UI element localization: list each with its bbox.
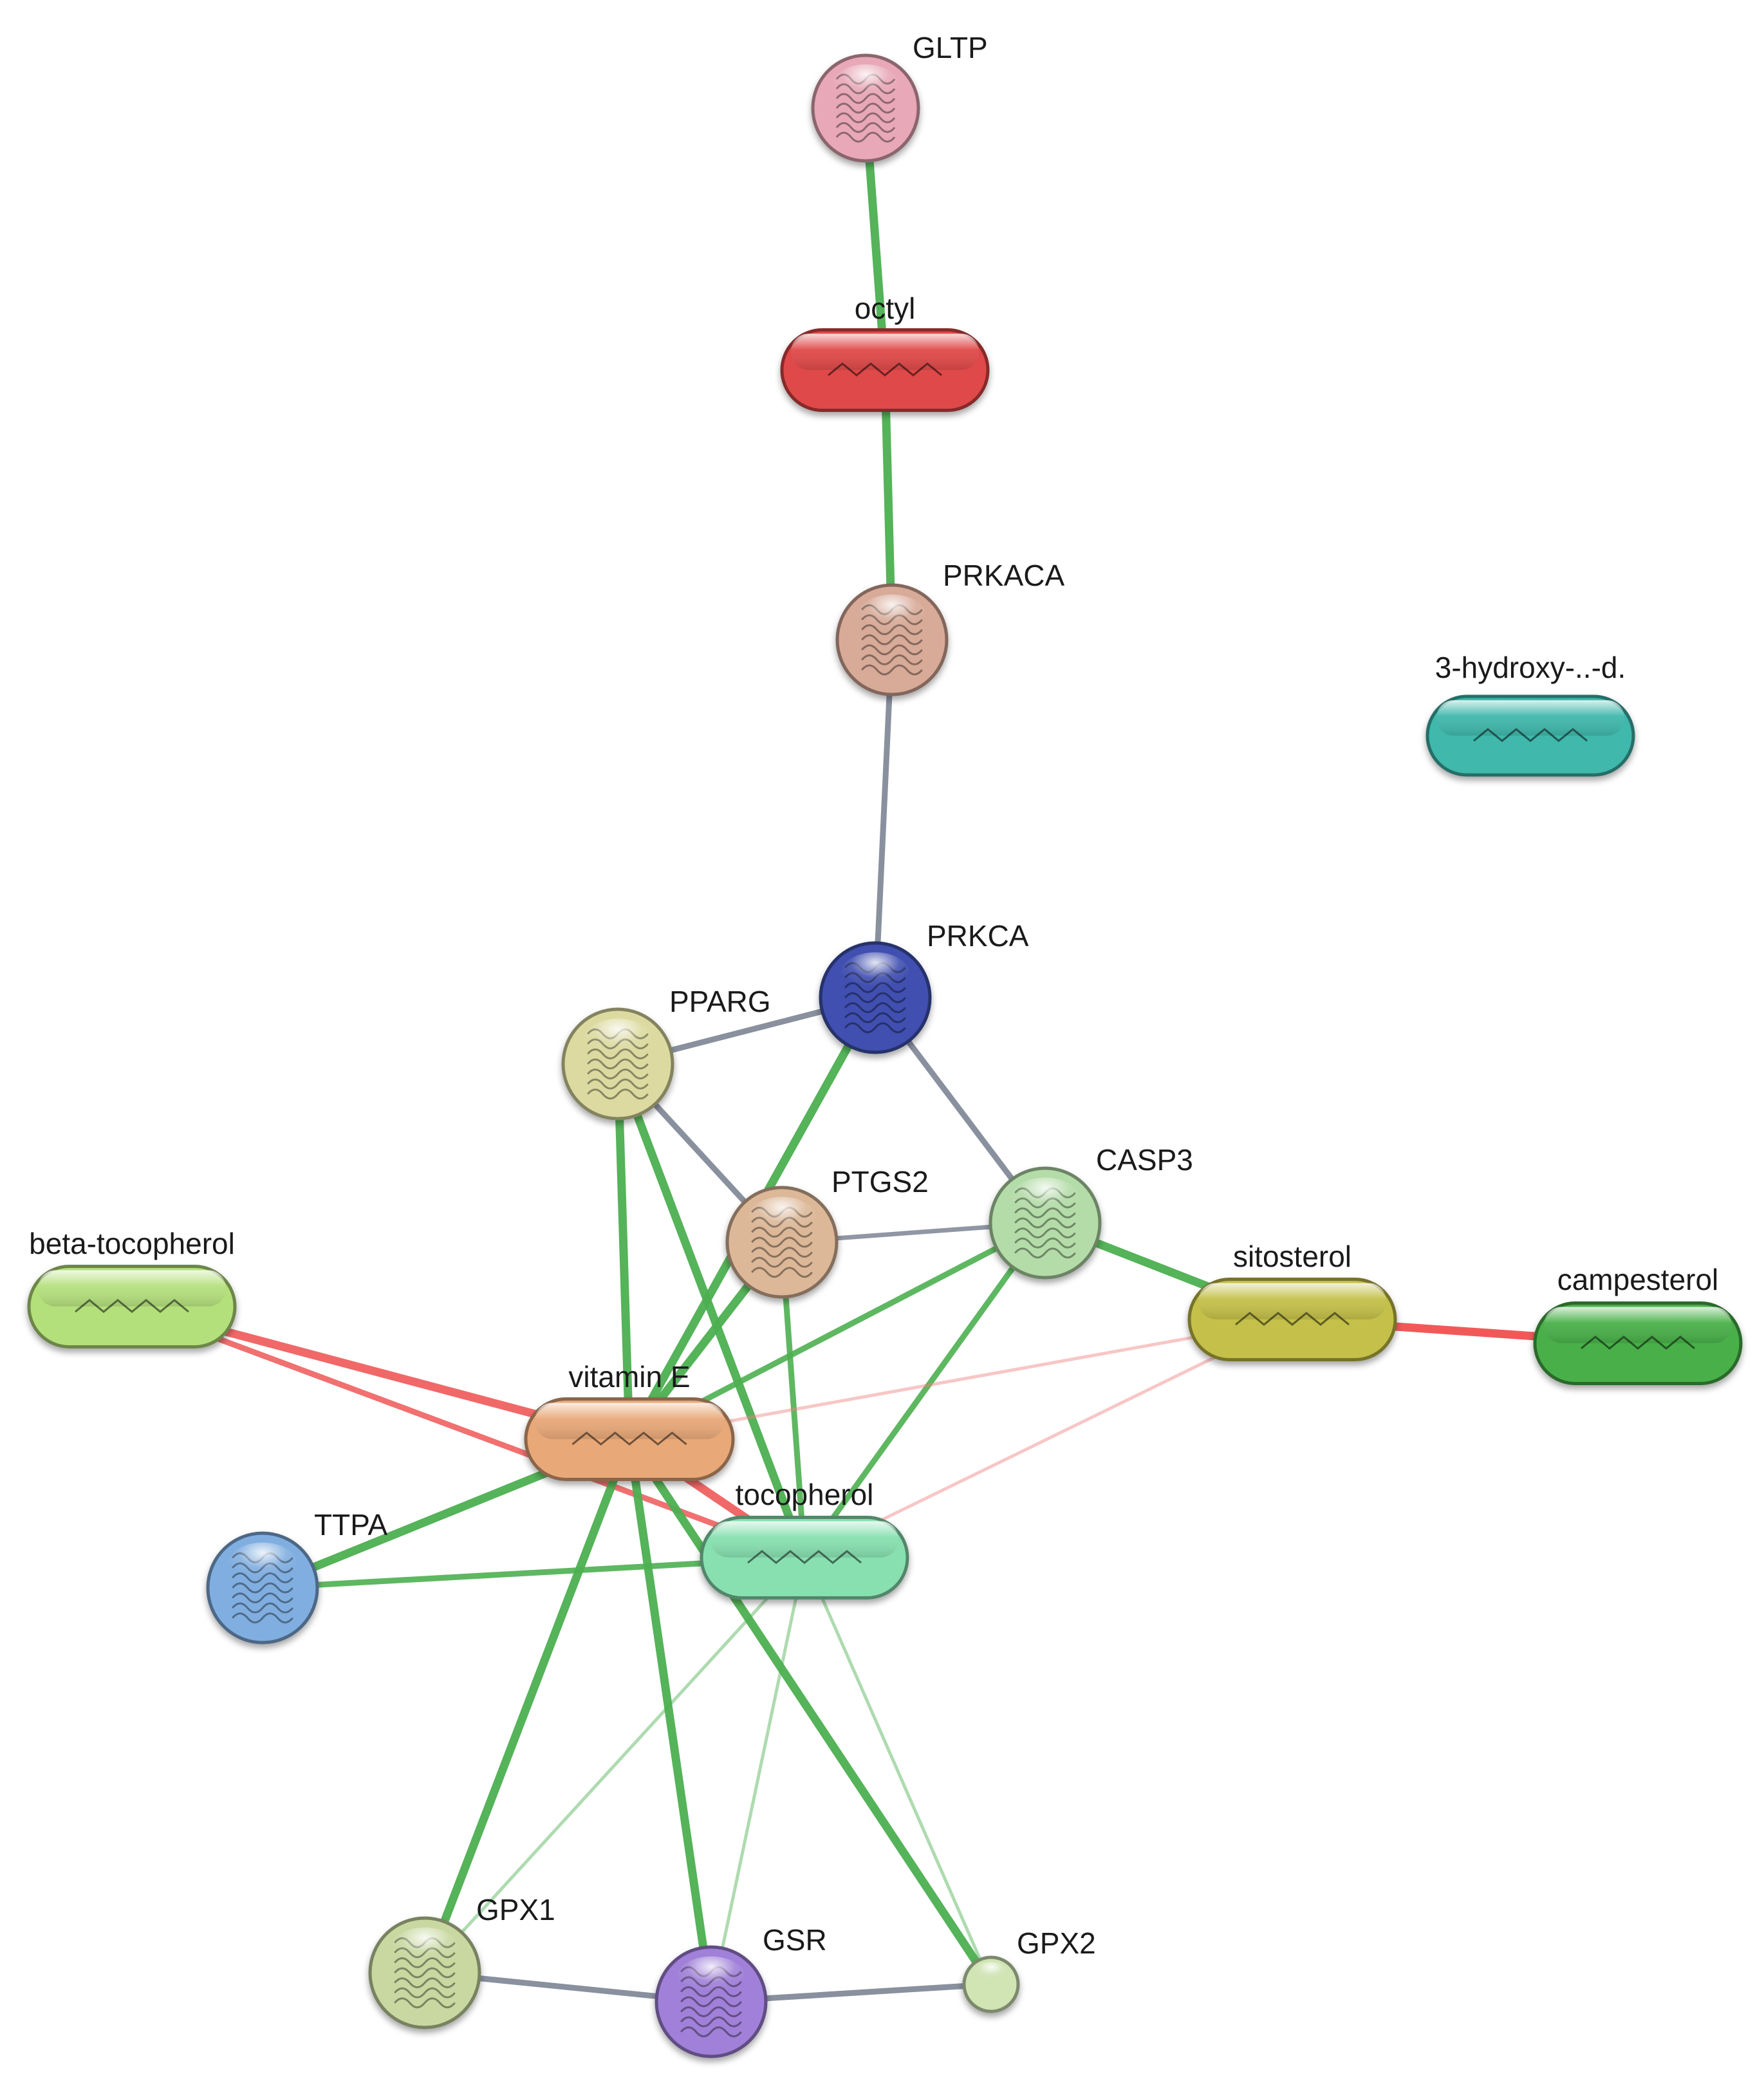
node-label: PPARG bbox=[669, 985, 771, 1018]
node-ttpa[interactable]: TTPA bbox=[206, 1508, 387, 1645]
node-prkaca[interactable]: PRKACA bbox=[835, 559, 1064, 696]
edge-tocopherol-gpx1 bbox=[423, 1556, 806, 1975]
edge-vitamin-e-gpx1 bbox=[420, 1435, 634, 1977]
gloss-highlight bbox=[677, 1956, 745, 1999]
node-gsr[interactable]: GSR bbox=[655, 1923, 827, 2058]
edge-prkaca-prkca bbox=[872, 637, 895, 1001]
node-label: vitamin E bbox=[568, 1360, 690, 1393]
edge-sitosterol-vitamin-e bbox=[627, 1318, 1294, 1441]
edge-beta-tocopherol-tocopherol bbox=[129, 1303, 808, 1561]
node-casp3[interactable]: CASP3 bbox=[989, 1143, 1193, 1280]
node-gpx1[interactable]: GPX1 bbox=[368, 1893, 555, 2029]
edge-pparg-tocopherol bbox=[613, 1059, 809, 1562]
edge-vitamin-e-gpx2 bbox=[625, 1435, 996, 1989]
node-label: PRKACA bbox=[943, 559, 1064, 592]
node-ptgs2[interactable]: PTGS2 bbox=[725, 1165, 929, 1299]
node-label: octyl bbox=[855, 292, 916, 325]
gloss-highlight bbox=[535, 1403, 724, 1439]
gloss-highlight bbox=[584, 1018, 652, 1061]
edge-tocopherol-gsr bbox=[709, 1556, 806, 2004]
gloss-highlight bbox=[38, 1270, 226, 1307]
node-label: GLTP bbox=[913, 31, 988, 64]
gloss-highlight bbox=[710, 1521, 898, 1558]
edge-sitosterol-tocopherol bbox=[803, 1318, 1294, 1560]
node-3-hydroxy[interactable]: 3-hydroxy-..-d. bbox=[1425, 651, 1635, 777]
node-vitamin-e[interactable]: vitamin E bbox=[524, 1360, 735, 1481]
node-sitosterol[interactable]: sitosterol bbox=[1187, 1240, 1397, 1361]
gloss-highlight bbox=[1544, 1307, 1732, 1343]
node-label: PRKCA bbox=[927, 919, 1029, 953]
node-label: GPX2 bbox=[1017, 1926, 1096, 1960]
node-gltp[interactable]: GLTP bbox=[811, 31, 988, 163]
gloss-highlight bbox=[391, 1927, 459, 1970]
gloss-highlight bbox=[1198, 1283, 1386, 1319]
node-tocopherol[interactable]: tocopherol bbox=[700, 1478, 909, 1599]
node-prkca[interactable]: PRKCA bbox=[819, 919, 1029, 1054]
node-beta-tocopherol[interactable]: beta-tocopherol bbox=[27, 1227, 237, 1348]
edge-vitamin-e-gsr bbox=[625, 1435, 716, 2006]
node-label: PTGS2 bbox=[831, 1165, 929, 1198]
edge-casp3-tocopherol bbox=[801, 1220, 1048, 1561]
edge-tocopherol-gpx2 bbox=[803, 1556, 993, 1986]
node-label: tocopherol bbox=[736, 1478, 874, 1511]
node-label: sitosterol bbox=[1233, 1240, 1351, 1273]
gloss-highlight bbox=[748, 1197, 816, 1239]
node-label: TTPA bbox=[314, 1508, 387, 1542]
node-label: campesterol bbox=[1557, 1263, 1719, 1296]
gloss-highlight bbox=[841, 952, 909, 994]
gloss-highlight bbox=[1436, 700, 1624, 736]
node-pparg[interactable]: PPARG bbox=[561, 985, 771, 1121]
node-gpx2[interactable]: GPX2 bbox=[962, 1926, 1096, 2013]
node-label: 3-hydroxy-..-d. bbox=[1435, 651, 1626, 684]
gloss-highlight bbox=[1011, 1177, 1079, 1220]
gloss-highlight bbox=[833, 64, 898, 105]
node-campesterol[interactable]: campesterol bbox=[1533, 1263, 1743, 1385]
node-label: CASP3 bbox=[1096, 1143, 1193, 1177]
node-label: GSR bbox=[763, 1923, 827, 1957]
node-label: GPX1 bbox=[476, 1893, 555, 1926]
gloss-highlight bbox=[974, 1962, 1008, 1983]
gloss-highlight bbox=[228, 1542, 297, 1585]
gloss-highlight bbox=[791, 333, 979, 370]
edge-pparg-vitamin-e bbox=[613, 1059, 634, 1444]
gloss-highlight bbox=[858, 594, 926, 637]
node-label: beta-tocopherol bbox=[29, 1227, 235, 1260]
node-octyl[interactable]: octyl bbox=[780, 292, 990, 412]
